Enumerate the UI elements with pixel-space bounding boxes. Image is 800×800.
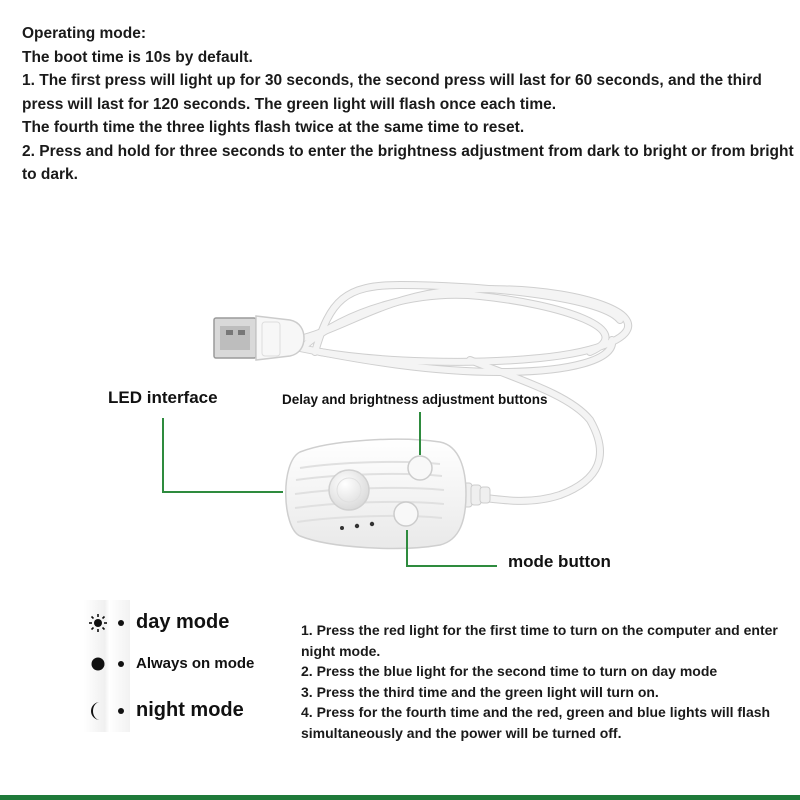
sun-icon [86, 613, 110, 633]
intro-line: The fourth time the three lights flash t… [22, 119, 525, 136]
legend-label: day mode [136, 611, 230, 633]
callout-lines [162, 412, 497, 567]
legend-always-on-mode: Always on mode [86, 655, 254, 672]
step-item: 3. Press the third time and the green li… [301, 683, 659, 700]
step-item: 2. Press the blue light for the second t… [301, 663, 718, 680]
controller-body [285, 438, 467, 550]
intro-line: 2. Press and hold for three seconds to e… [22, 142, 794, 184]
step-item: 1. Press the red light for the first tim… [301, 622, 778, 659]
bottom-accent-bar [0, 795, 800, 800]
intro-line: The boot time is 10s by default. [22, 48, 253, 66]
indicator-light [340, 526, 344, 530]
legend-bullet [118, 707, 124, 714]
operating-mode-heading: Operating mode: [22, 25, 147, 42]
legend-bullet [118, 660, 124, 667]
mode-button-label: mode button [508, 552, 611, 571]
full-circle-icon [86, 656, 110, 672]
legend-label: Always on mode [136, 655, 255, 672]
legend-label: night mode [136, 699, 244, 721]
indicator-light [369, 521, 375, 527]
step-item: 4. Press for the fourth time and the red… [301, 704, 771, 741]
usb-plug [213, 315, 305, 361]
intro-line: 1. The first press will light up for 30 … [22, 72, 762, 113]
moon-icon [86, 701, 110, 721]
legend-day-mode: day mode [86, 611, 229, 634]
mode-button-shape[interactable] [393, 501, 419, 527]
indicator-light [354, 523, 360, 529]
delay-brightness-button[interactable] [407, 455, 433, 481]
pir-sensor-lens [328, 469, 370, 511]
legend-night-mode: night mode [86, 699, 244, 722]
delay-brightness-label: Delay and brightness adjustment buttons [282, 392, 548, 407]
mode-steps-list: 1. Press the red light for the first tim… [301, 620, 791, 744]
led-interface-label: LED interface [108, 388, 218, 407]
operating-mode-text: Operating mode: The boot time is 10s by … [22, 22, 798, 187]
usb-cable [292, 280, 633, 505]
legend-bullet [118, 619, 124, 626]
